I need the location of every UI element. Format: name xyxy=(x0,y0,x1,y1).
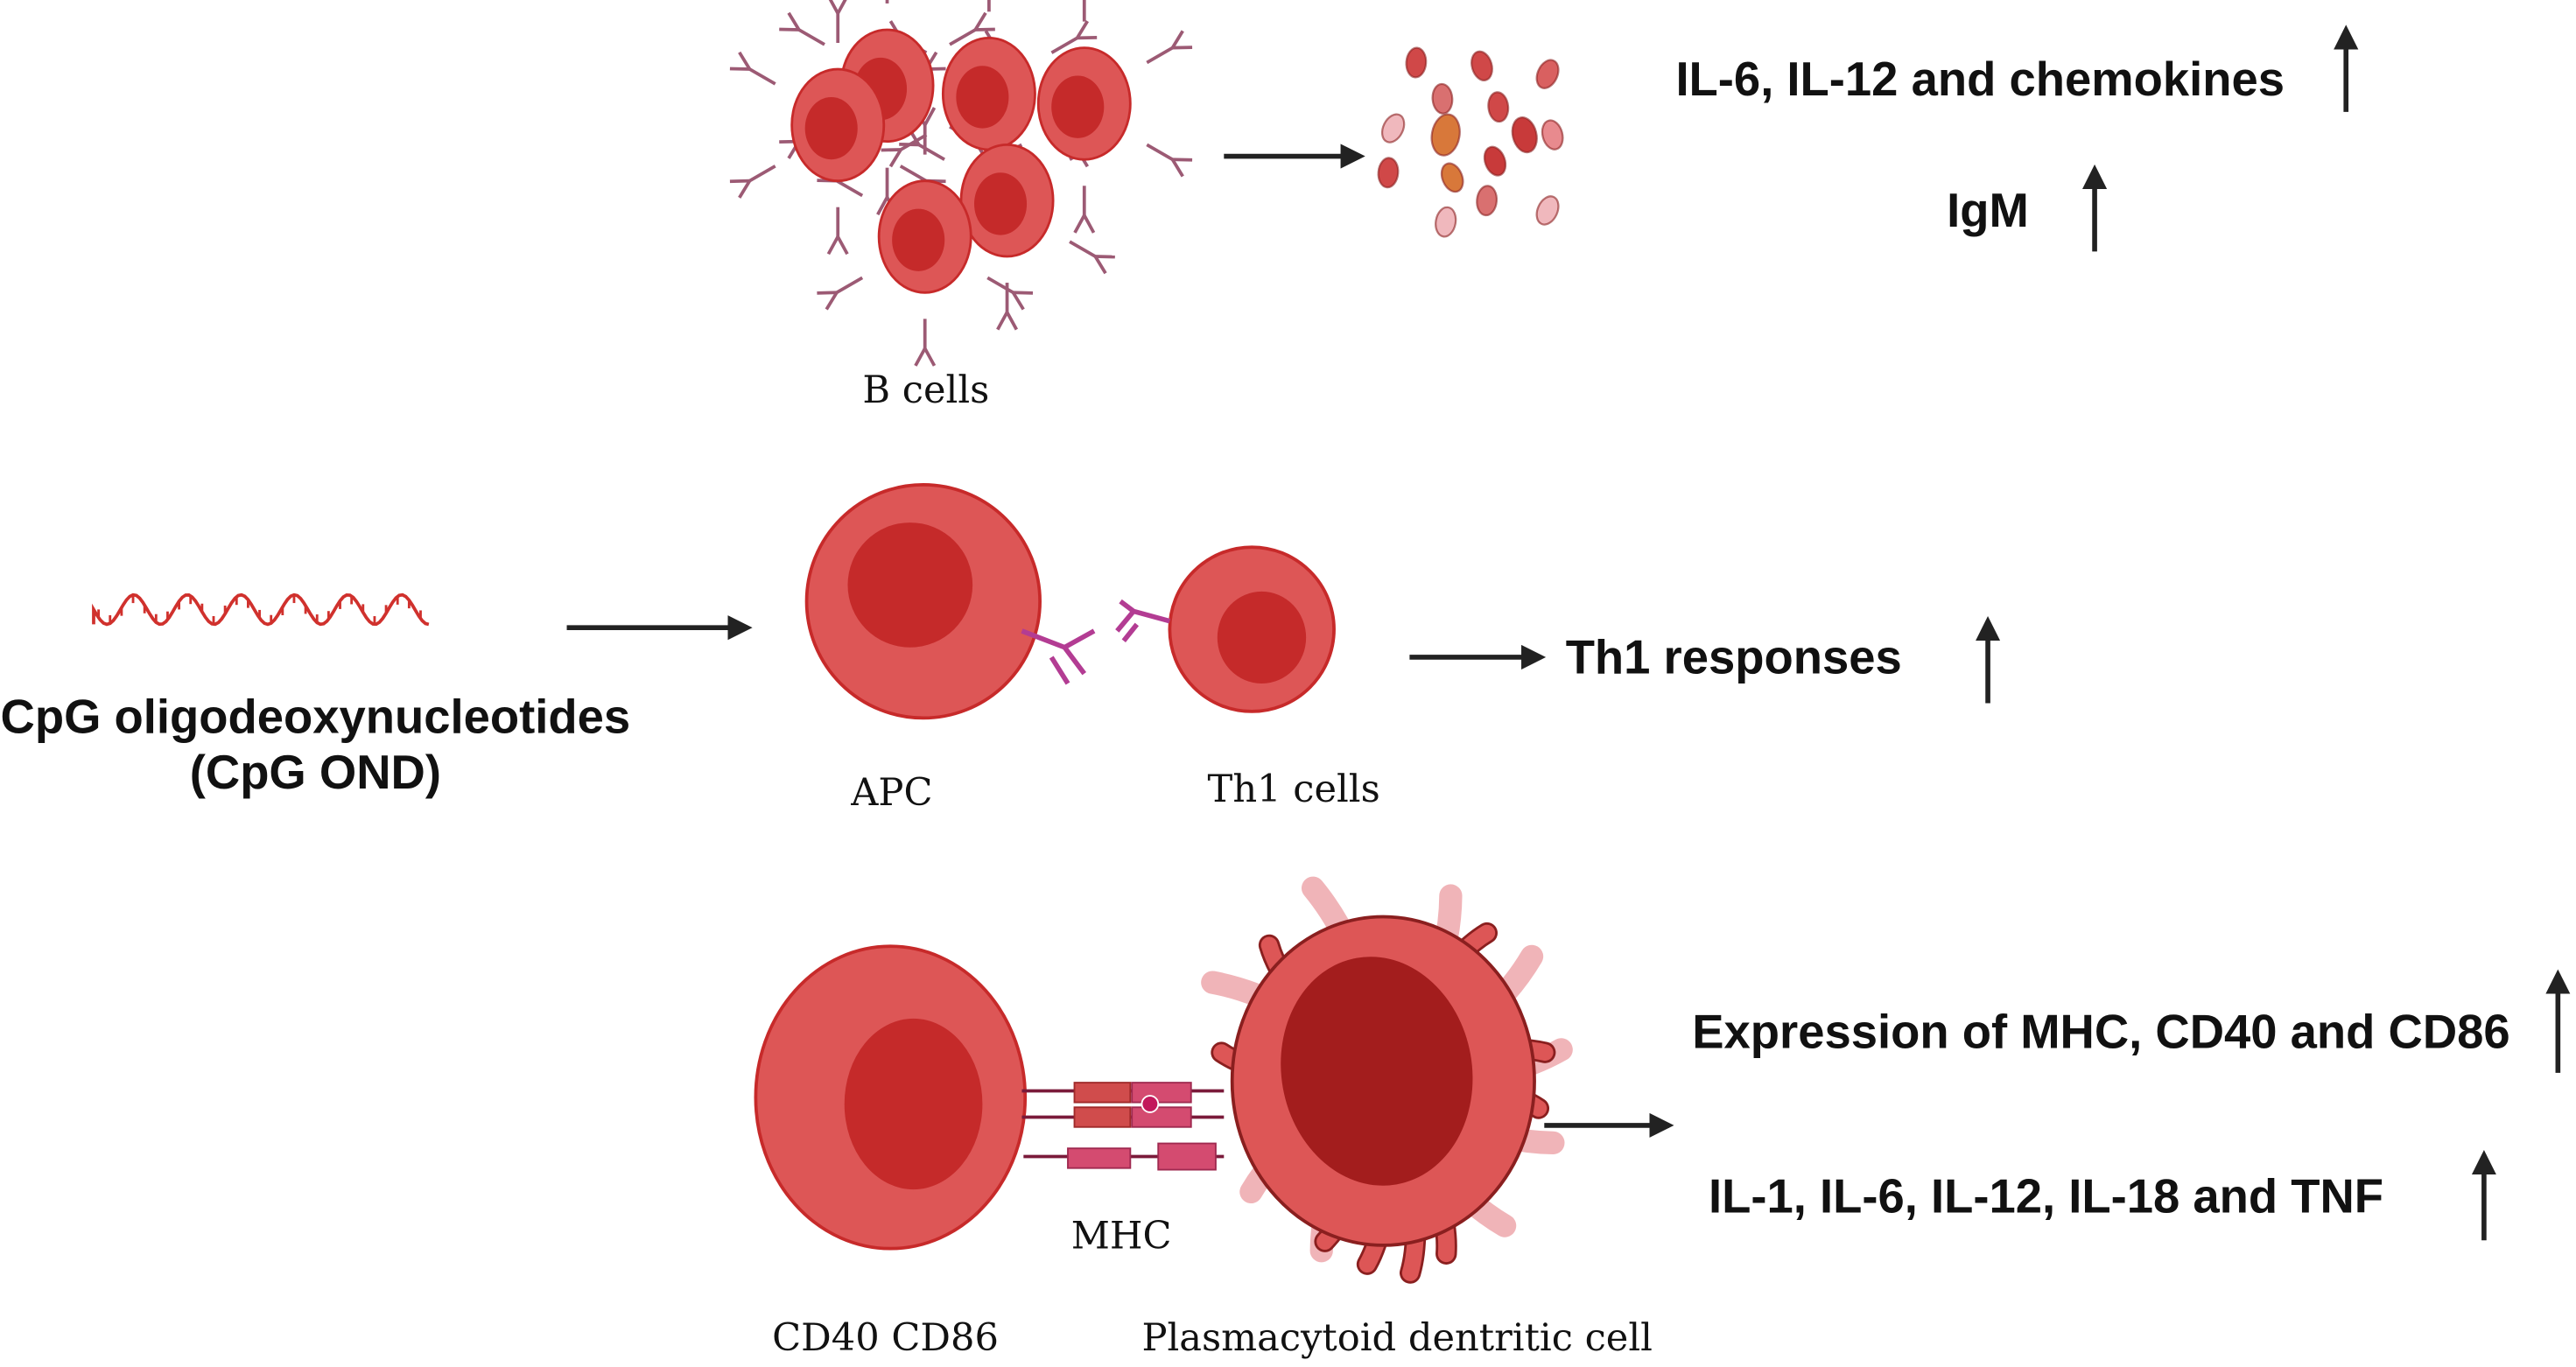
cytokine xyxy=(1430,113,1461,157)
plasmacytoid-dendritic-cell-label: Plasmacytoid dentritic cell xyxy=(1141,1316,1652,1360)
apc-label: APC xyxy=(850,771,932,815)
cytokine xyxy=(1405,46,1428,79)
antibody-icon xyxy=(1146,30,1193,65)
antibody-icon xyxy=(1073,186,1096,234)
b-cell-cluster xyxy=(729,0,1193,367)
antibody-icon xyxy=(1050,20,1098,54)
dendritic-cell-nucleus xyxy=(1281,957,1473,1186)
b-cells-label: B cells xyxy=(862,368,989,412)
th1-cells-label: Th1 cells xyxy=(1208,768,1380,811)
apc-cell xyxy=(804,483,1042,720)
b-cell xyxy=(959,143,1055,258)
antibody-icon xyxy=(828,0,847,44)
cytokine xyxy=(1483,145,1507,177)
b-cell xyxy=(790,67,886,183)
outcome-interleukins: IL-1, IL-6, IL-12, IL-18 and TNF xyxy=(1709,1169,2383,1223)
antibody-icon xyxy=(1069,240,1115,275)
antibody-icon xyxy=(817,276,864,311)
stimulus-abbreviation: (CpG OND) xyxy=(190,746,441,799)
mhc-complex-icon xyxy=(1021,1082,1225,1171)
cytokine xyxy=(1380,113,1406,144)
b-cell xyxy=(877,179,972,294)
outcome-igm: IgM xyxy=(1947,184,2029,237)
cytokine xyxy=(1476,185,1499,217)
plasmacytoid-dendritic-cell xyxy=(1201,876,1573,1284)
receptor-binding-icon xyxy=(1021,599,1171,685)
antibody-icon xyxy=(949,11,995,46)
cytokine xyxy=(1487,91,1510,123)
stimulus-name: CpG oligodeoxynucleotides xyxy=(1,690,631,743)
antibody-icon xyxy=(729,165,776,199)
antibody-icon xyxy=(987,0,991,12)
cytokine xyxy=(1377,157,1400,189)
cytokine xyxy=(1470,50,1493,81)
antibody-icon xyxy=(779,11,825,46)
b-cell xyxy=(1036,46,1132,161)
outcome-expression: Expression of MHC, CD40 and CD86 xyxy=(1692,1006,2509,1059)
b-cell xyxy=(941,36,1036,151)
cytokine xyxy=(1541,119,1564,151)
cytokine xyxy=(1435,206,1457,238)
cd40-cd86-label: CD40 CD86 xyxy=(772,1316,999,1360)
cytokines-icon xyxy=(1377,46,1564,238)
antibody-icon xyxy=(1082,0,1086,22)
antibody-icon xyxy=(885,0,889,4)
antibody-icon xyxy=(826,207,849,256)
antibody-icon xyxy=(1146,143,1193,178)
mhc-label: MHC xyxy=(1071,1215,1172,1258)
antibody-icon xyxy=(986,276,1034,311)
cytokine xyxy=(1535,195,1560,226)
cytokine xyxy=(1511,116,1538,154)
th1-cell xyxy=(1168,545,1336,713)
cytokine xyxy=(1535,59,1560,89)
cytokine xyxy=(1431,82,1454,115)
outcome-th1-responses: Th1 responses xyxy=(1566,631,1902,684)
antibody-icon xyxy=(914,319,937,367)
antibody-icon xyxy=(881,133,928,168)
antibody-icon xyxy=(729,51,776,86)
outcome-cytokines: IL-6, IL-12 and chemokines xyxy=(1675,53,2285,106)
dna-base-pairs-icon xyxy=(97,594,422,625)
cytokine xyxy=(1440,162,1464,193)
t-cell xyxy=(754,944,1028,1251)
